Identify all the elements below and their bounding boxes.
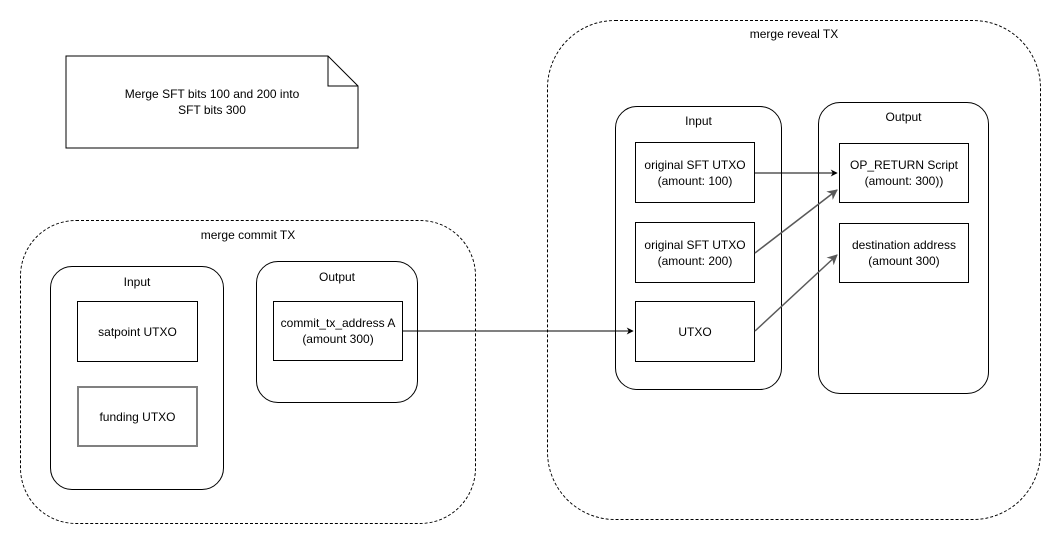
- original-sft-utxo-200-label: original SFT UTXO (amount: 200): [644, 237, 746, 268]
- commit-input-panel: Input: [50, 266, 224, 490]
- commit-tx-group: merge commit TX: [20, 220, 476, 524]
- funding-utxo-node[interactable]: funding UTXO: [77, 386, 198, 447]
- funding-utxo-label: funding UTXO: [99, 409, 176, 424]
- original-sft-utxo-200-node[interactable]: original SFT UTXO (amount: 200): [635, 222, 755, 283]
- reveal-tx-title: merge reveal TX: [749, 27, 839, 41]
- reveal-output-title: Output: [885, 110, 922, 124]
- satpoint-utxo-node[interactable]: satpoint UTXO: [77, 301, 198, 362]
- commit-tx-title: merge commit TX: [200, 228, 296, 242]
- original-sft-utxo-100-label: original SFT UTXO (amount: 100): [644, 157, 746, 188]
- reveal-utxo-node[interactable]: UTXO: [635, 301, 755, 362]
- reveal-utxo-label: UTXO: [678, 324, 712, 339]
- commit-address-node[interactable]: commit_tx_address A (amount 300): [273, 301, 403, 361]
- reveal-input-title: Input: [685, 114, 712, 128]
- op-return-script-node[interactable]: OP_RETURN Script (amount: 300)): [839, 143, 969, 203]
- destination-address-node[interactable]: destination address (amount 300): [839, 223, 969, 283]
- commit-output-title: Output: [318, 270, 356, 284]
- note-text: Merge SFT bits 100 and 200 into SFT bits…: [124, 87, 300, 117]
- destination-address-label: destination address (amount 300): [851, 238, 957, 268]
- original-sft-utxo-100-node[interactable]: original SFT UTXO (amount: 100): [635, 142, 755, 203]
- commit-address-label: commit_tx_address A (amount 300): [280, 316, 396, 346]
- reveal-tx-group: merge reveal TX: [547, 20, 1041, 520]
- commit-input-title: Input: [123, 275, 151, 289]
- satpoint-utxo-label: satpoint UTXO: [98, 324, 177, 339]
- op-return-script-label: OP_RETURN Script (amount: 300)): [849, 158, 959, 188]
